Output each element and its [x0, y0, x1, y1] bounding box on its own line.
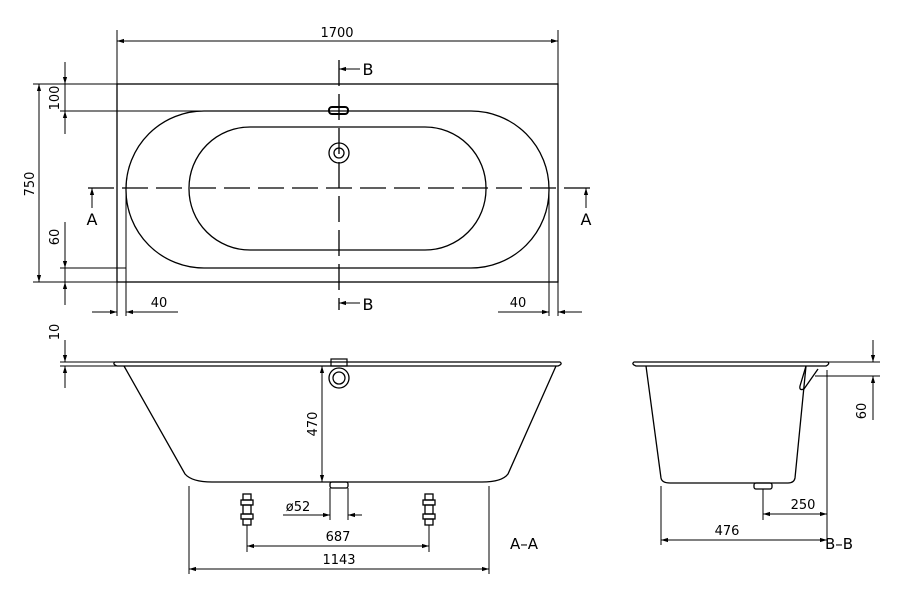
- tub-rim-bb: [632, 361, 830, 367]
- section-mark-a-left: A: [87, 210, 98, 229]
- dim-bottom-rim: 60: [48, 229, 63, 246]
- dim-side-right: 40: [510, 296, 527, 311]
- section-mark-b-bottom: B: [363, 295, 374, 314]
- dim-side-left: 40: [151, 296, 168, 311]
- overflow-pipe-icon: [328, 367, 350, 389]
- foot-left-icon: [240, 493, 254, 526]
- section-mark-b-top: B: [363, 60, 374, 79]
- section-mark-a-right: A: [581, 210, 592, 229]
- dim-drain-offset: 250: [791, 498, 816, 513]
- foot-right-icon: [422, 493, 436, 526]
- dim-base-length: 1143: [322, 553, 355, 568]
- dim-side-depth: 60: [855, 403, 870, 420]
- overflow-bracket-icon: [799, 365, 819, 391]
- dim-base-width: 476: [715, 524, 740, 539]
- tub-rim-aa: [113, 361, 562, 367]
- view-label-section-aa: A–A: [510, 535, 539, 553]
- dim-overall-length: 1700: [320, 26, 353, 41]
- section-b-b-view: [632, 340, 880, 545]
- tub-body-bb: [645, 365, 807, 484]
- view-label-section-bb: B–B: [825, 535, 853, 553]
- plan-view: [33, 30, 593, 316]
- tub-outer-rim: [116, 83, 559, 283]
- dim-drain-diameter: ø52: [286, 500, 311, 515]
- dim-rim-thickness: 10: [48, 324, 63, 341]
- dim-top-rim: 100: [48, 86, 63, 111]
- dim-feet-spacing: 687: [326, 530, 351, 545]
- dim-overall-width: 750: [23, 172, 38, 197]
- dim-depth: 470: [306, 412, 321, 437]
- section-a-a-view: [60, 340, 562, 574]
